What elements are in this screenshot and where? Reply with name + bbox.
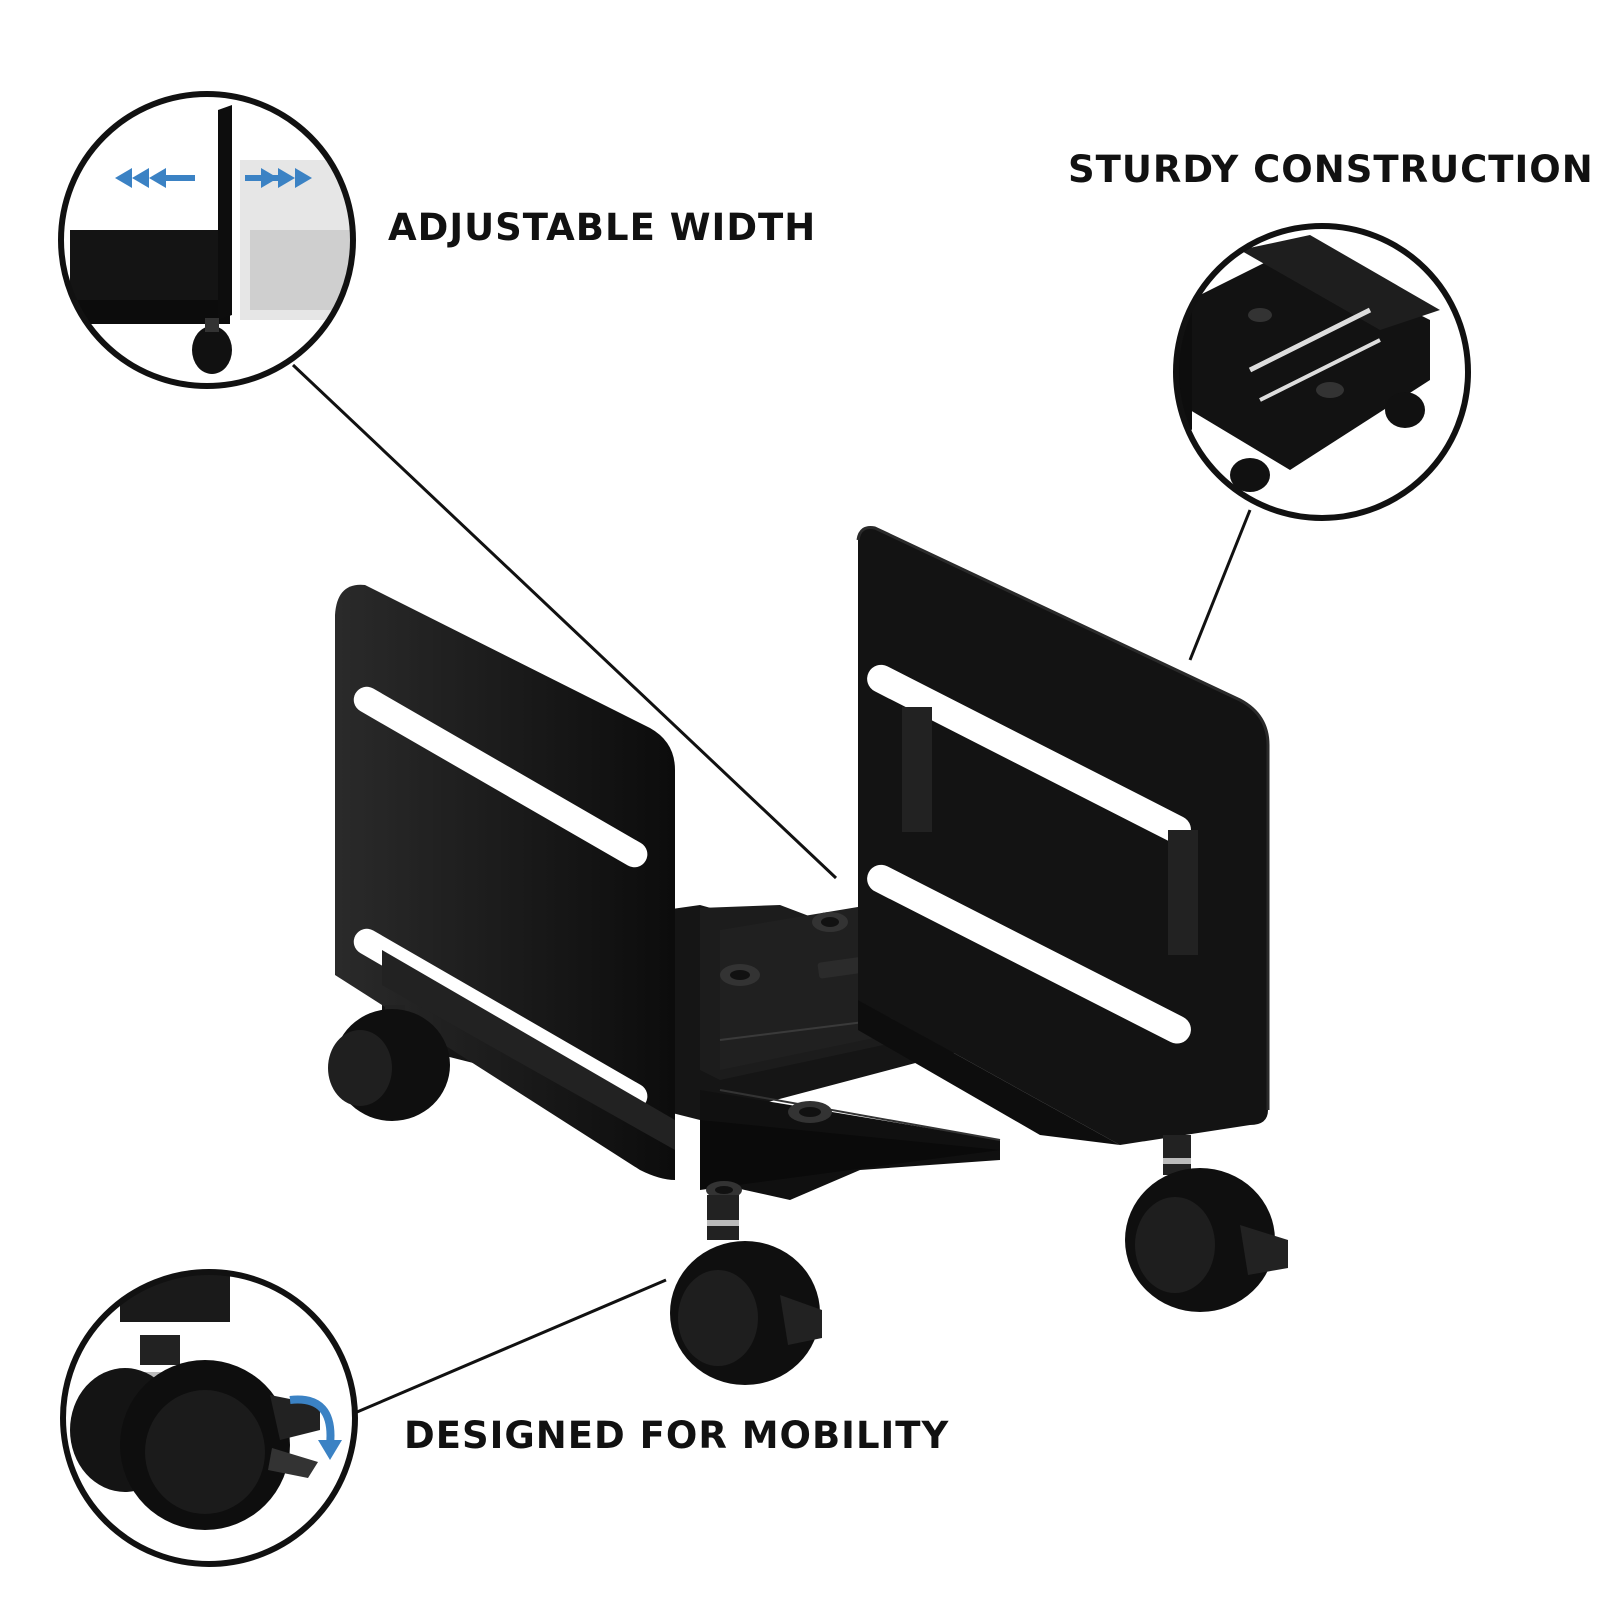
caster-back-left: [328, 1005, 450, 1121]
cpu-stand: [328, 526, 1288, 1385]
detail-circle-sturdy-construction: [1173, 223, 1471, 521]
leader-line-sturdy: [1188, 509, 1252, 661]
left-side-panel: [335, 584, 675, 1180]
right-panel-slot-upper: [867, 664, 1191, 844]
caster-back-right: [1125, 1135, 1288, 1312]
left-panel-slot-upper: [353, 686, 648, 868]
width-arrows-icon: [115, 168, 312, 188]
leader-line-adjustable: [291, 363, 838, 880]
callout-label-adjustable-width: ADJUSTABLE WIDTH: [388, 206, 817, 249]
caster-front-left: [670, 1195, 822, 1385]
lock-rotate-arrow-icon: [289, 1395, 335, 1446]
right-panel-slot-lower: [867, 864, 1191, 1044]
detail-circle-adjustable-width: [58, 91, 356, 389]
detail-circle-mobility: [60, 1269, 358, 1567]
leader-line-mobility: [356, 1278, 667, 1414]
right-side-panel: [856, 526, 1270, 1145]
callout-label-designed-for-mobility: DESIGNED FOR MOBILITY: [404, 1414, 950, 1457]
callout-label-sturdy-construction: STURDY CONSTRUCTION: [1068, 148, 1594, 191]
